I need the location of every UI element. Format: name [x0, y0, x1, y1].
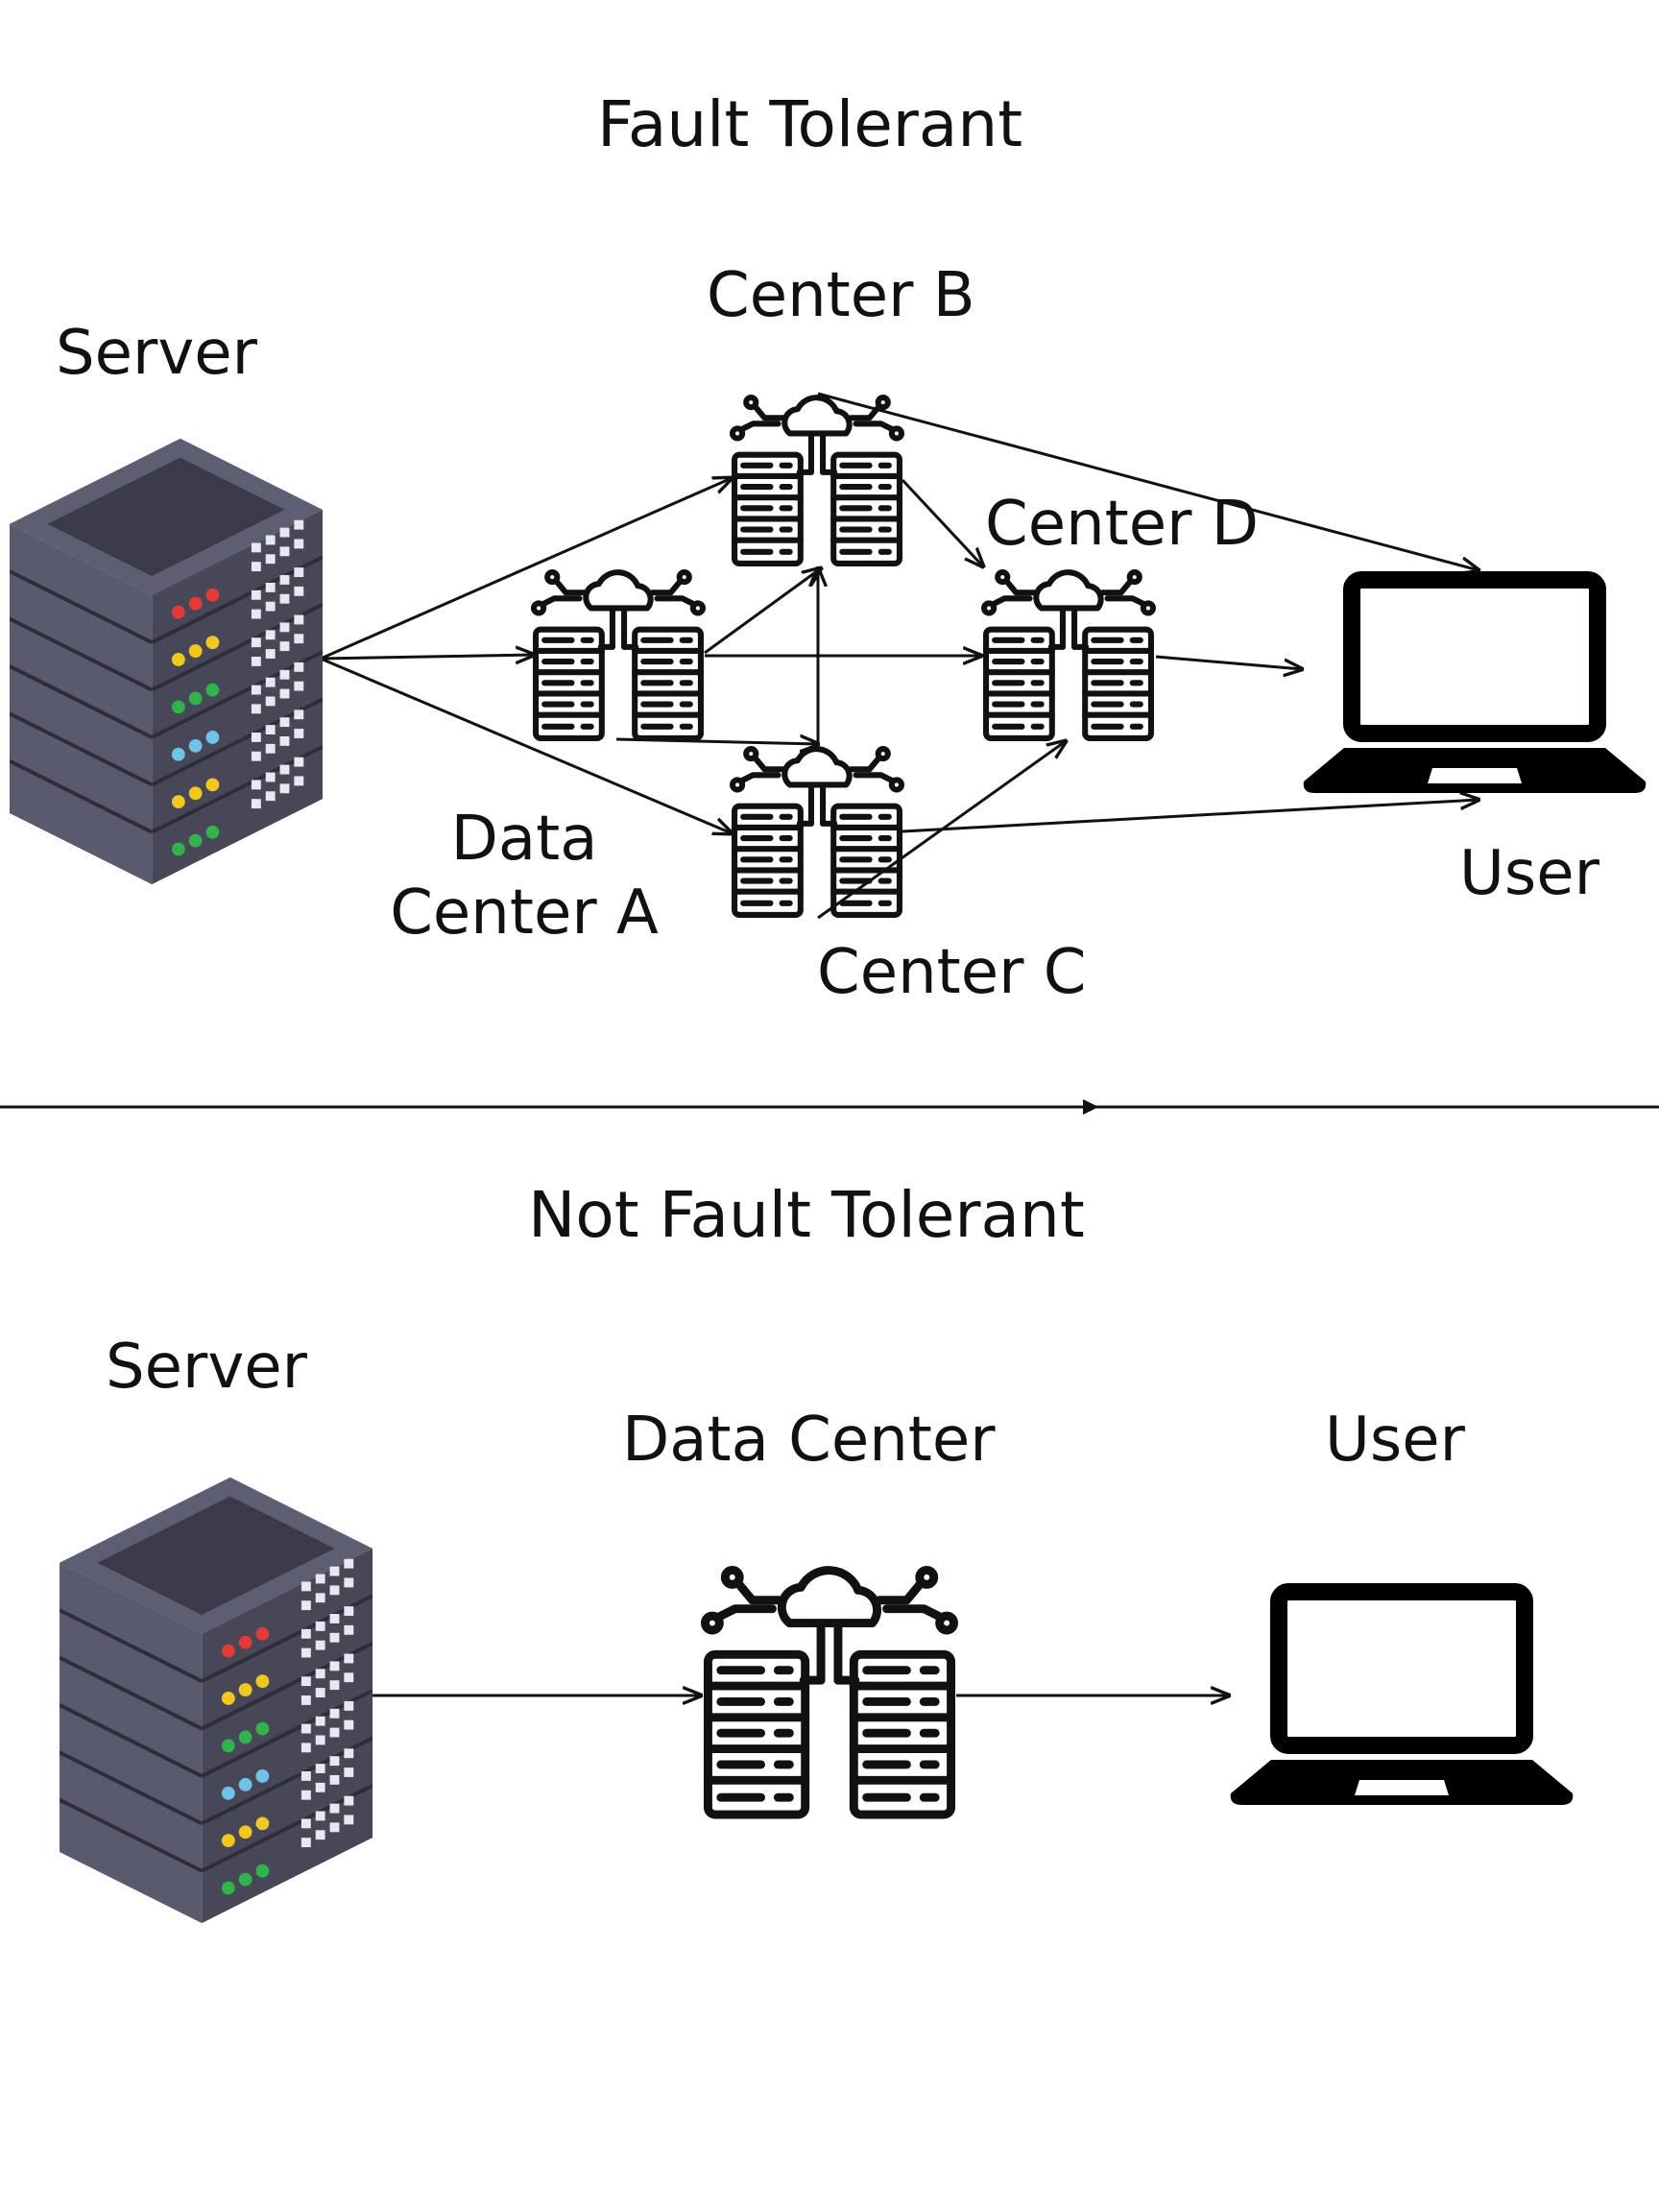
- center-d-label: Center D: [985, 489, 1260, 560]
- edge-center-c-to-center-d: [817, 741, 1066, 920]
- server-label: Server: [56, 318, 257, 389]
- center-d-icon: [981, 568, 1156, 745]
- center-c-label: Center C: [817, 937, 1087, 1008]
- center-b-label: Center B: [707, 260, 975, 331]
- center-c-icon: [730, 745, 904, 922]
- divider-arrowhead: [1082, 1099, 1099, 1115]
- data-center-a-label-line1: Data: [450, 804, 598, 875]
- user-label-bottom: User: [1325, 1405, 1465, 1476]
- data-center-a-label: Data Center A: [380, 803, 668, 950]
- center-b-icon: [730, 394, 904, 570]
- server-rack-icon: [10, 428, 323, 885]
- edge-center-c-to-user: [902, 800, 1479, 833]
- edge-center-b-to-center-d: [901, 478, 983, 566]
- data-center-icon-bottom: [701, 1565, 958, 1824]
- server-label-bottom: Server: [106, 1332, 307, 1403]
- edge-center-b-to-user: [817, 392, 1479, 570]
- edge-server-to-center-b: [320, 478, 732, 661]
- edge-center-d-to-user: [1155, 655, 1302, 669]
- laptop-icon: [1302, 566, 1647, 801]
- edge-server-to-center-c: [320, 657, 732, 833]
- edge-server-to-center-a: [320, 655, 534, 659]
- not-fault-tolerant-title: Not Fault Tolerant: [528, 1178, 1085, 1252]
- data-center-label: Data Center: [622, 1405, 996, 1476]
- fault-tolerant-title: Fault Tolerant: [597, 87, 1023, 161]
- user-label: User: [1459, 838, 1599, 909]
- laptop-icon-bottom: [1229, 1578, 1575, 1813]
- server-rack-icon-bottom: [60, 1467, 373, 1924]
- data-center-a-label-line2: Center A: [390, 877, 659, 949]
- data-center-a-icon: [531, 568, 706, 745]
- edge-center-a-to-center-b: [704, 568, 821, 655]
